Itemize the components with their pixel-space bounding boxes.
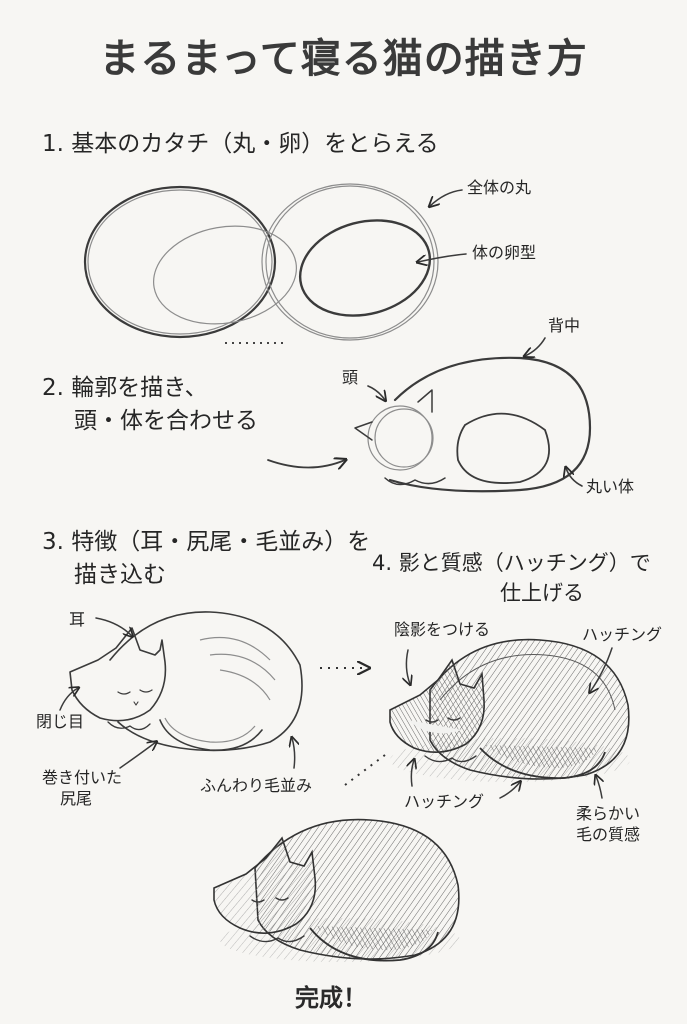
arrow-icon <box>119 742 156 769</box>
arrow-icon <box>406 649 410 684</box>
step-1-shapes <box>83 183 467 344</box>
step-3-heading: 3. 特徴（耳・尻尾・毛並み）を 描き込む <box>42 526 370 593</box>
arrow-icon <box>590 647 613 692</box>
label-texture-line-1: 柔らかい <box>576 804 641 823</box>
label-closed-eyes: 閉じ目 <box>36 712 85 731</box>
final-cat <box>213 818 460 962</box>
arrow-icon <box>59 688 78 711</box>
arrow-icon <box>596 776 602 799</box>
step-4-cat <box>344 638 630 799</box>
step-2-line-2: 頭・体を合わせる <box>74 408 258 435</box>
label-tail-line-2: 尻尾 <box>60 788 93 808</box>
label-texture-line-2: 毛の質感 <box>576 824 641 844</box>
step-3-cat <box>59 611 368 769</box>
step-2-line-1: 2. 輪郭を描き、 <box>42 375 208 401</box>
label-soft-texture: 柔らかい 毛の質感 <box>576 804 640 846</box>
step-1-heading: 1. 基本のカタチ（丸・卵）をとらえる <box>42 128 439 161</box>
arrow-icon <box>418 253 467 262</box>
label-round-body: 丸い体 <box>586 477 635 496</box>
label-tail: 巻き付いた 尻尾 <box>42 768 122 810</box>
label-add-shadow: 陰影をつける <box>394 620 491 639</box>
arrow-icon <box>367 385 385 400</box>
label-fluffy-fur: ふんわり毛並み <box>200 776 313 795</box>
label-body-egg: 体の卵型 <box>472 243 537 262</box>
arrow-icon <box>430 189 463 206</box>
label-hatching-bottom: ハッチング <box>404 792 485 811</box>
label-ear: 耳 <box>69 610 86 629</box>
arrow-icon <box>499 782 520 799</box>
step-2-heading: 2. 輪郭を描き、 頭・体を合わせる <box>42 372 258 439</box>
dotted-arrow-icon <box>344 754 386 786</box>
step-4-line-1: 4. 影と質感（ハッチング）で <box>372 551 651 575</box>
step-1-line-1: 1. 基本のカタチ（丸・卵）をとらえる <box>42 131 439 157</box>
arrow-icon <box>267 460 345 468</box>
arrow-icon <box>95 617 132 636</box>
step-4-heading: 4. 影と質感（ハッチング）で 仕上げる <box>372 548 651 609</box>
arrow-icon <box>525 337 546 356</box>
step-2-outline <box>267 337 592 493</box>
step-3-line-2: 描き込む <box>74 562 166 589</box>
step-3-line-1: 3. 特徴（耳・尻尾・毛並み）を <box>42 529 371 555</box>
page-title: まるまって寝る猫の描き方 <box>99 36 588 82</box>
label-whole-circle: 全体の丸 <box>467 178 532 197</box>
label-head: 頭 <box>342 368 359 387</box>
arrow-icon <box>292 738 295 769</box>
label-tail-line-1: 巻き付いた <box>42 768 123 787</box>
label-back: 背中 <box>548 316 581 335</box>
final-label: 完成！ <box>295 984 367 1012</box>
label-hatching-top: ハッチング <box>582 625 663 644</box>
arrow-icon <box>566 468 583 487</box>
arrow-icon <box>411 760 414 787</box>
step-4-line-2: 仕上げる <box>500 581 584 606</box>
